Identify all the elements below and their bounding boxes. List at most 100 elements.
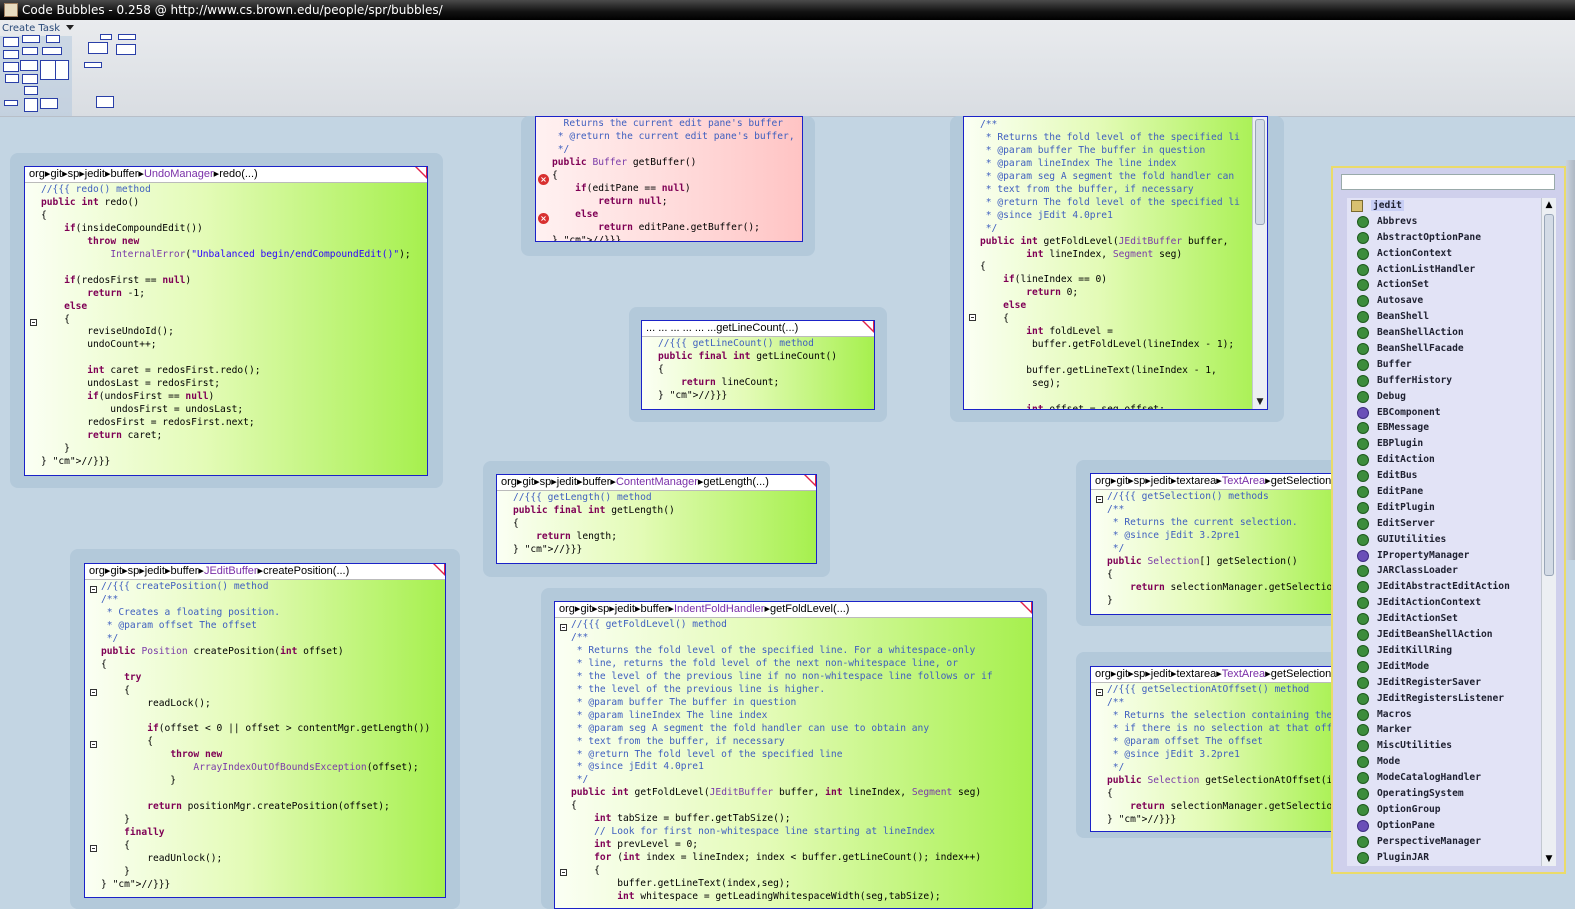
class-list-item[interactable]: JEditKillRing bbox=[1347, 643, 1541, 659]
class-list-item[interactable]: JEditAbstractEditAction bbox=[1347, 579, 1541, 595]
overview-bubble[interactable] bbox=[22, 74, 38, 84]
fold-toggle-icon[interactable] bbox=[1096, 496, 1103, 503]
bubble-header[interactable]: org▸git▸sp▸jedit▸buffer▸ContentManager▸g… bbox=[497, 475, 816, 491]
class-list-item[interactable]: EBMessage bbox=[1347, 420, 1541, 436]
class-list-item[interactable]: JARClassLoader bbox=[1347, 563, 1541, 579]
fold-toggle-icon[interactable] bbox=[90, 689, 97, 696]
overview-bubble[interactable] bbox=[24, 98, 38, 112]
package-item-jedit[interactable]: jedit bbox=[1347, 198, 1541, 214]
class-list-item[interactable]: EditBus bbox=[1347, 468, 1541, 484]
class-list-item[interactable]: Debug bbox=[1347, 389, 1541, 405]
code-editor[interactable]: Returns the current edit pane's buffer *… bbox=[552, 118, 795, 242]
overview-bubble[interactable] bbox=[40, 98, 58, 109]
fold-toggle-icon[interactable] bbox=[90, 741, 97, 748]
code-bubble-jeditbuffer-createposition[interactable]: org▸git▸sp▸jedit▸buffer▸JEditBuffer▸crea… bbox=[84, 563, 446, 898]
class-list-item[interactable]: ActionSet bbox=[1347, 277, 1541, 293]
class-list-item[interactable]: JEditRegistersListener bbox=[1347, 691, 1541, 707]
scroll-up-icon[interactable]: ▲ bbox=[1545, 200, 1553, 210]
code-editor[interactable]: //{{{ redo() method public int redo() { … bbox=[41, 184, 411, 468]
bubble-header[interactable]: ... ... ... ... ... ...getLineCount(...) bbox=[642, 321, 874, 337]
bubble-header[interactable]: org▸git▸sp▸jedit▸textarea▸TextArea▸getSe… bbox=[1091, 667, 1345, 683]
class-list-item[interactable]: EditPlugin bbox=[1347, 500, 1541, 516]
class-list-item[interactable]: Macros bbox=[1347, 707, 1541, 723]
bubble-close-corner-icon[interactable] bbox=[1020, 602, 1032, 614]
overview-bubble[interactable] bbox=[22, 47, 38, 55]
fold-toggle-icon[interactable] bbox=[90, 845, 97, 852]
overview-bubble[interactable] bbox=[20, 60, 38, 71]
class-list-item[interactable]: MiscUtilities bbox=[1347, 738, 1541, 754]
overview-bubble[interactable] bbox=[22, 35, 40, 43]
class-list-item[interactable]: IPropertyManager bbox=[1347, 548, 1541, 564]
code-editor[interactable]: //{{{ getLength() method public final in… bbox=[513, 492, 675, 555]
bubble-header[interactable]: org▸git▸sp▸jedit▸buffer▸IndentFoldHandle… bbox=[555, 602, 1032, 618]
class-list-item[interactable]: EBPlugin bbox=[1347, 436, 1541, 452]
class-list-item[interactable]: JEditActionContext bbox=[1347, 595, 1541, 611]
code-editor[interactable]: //{{{ getSelection() methods /** * Retur… bbox=[1107, 491, 1345, 606]
overview-bubble[interactable] bbox=[3, 62, 19, 72]
code-editor[interactable]: //{{{ getLineCount() method public final… bbox=[658, 338, 838, 401]
overview-bubble[interactable] bbox=[55, 60, 69, 80]
fold-toggle-icon[interactable] bbox=[1096, 689, 1103, 696]
class-search-input[interactable] bbox=[1341, 174, 1555, 190]
error-marker-icon[interactable]: × bbox=[538, 174, 549, 185]
bubble-close-corner-icon[interactable] bbox=[433, 564, 445, 576]
class-list-item[interactable]: ModeCatalogHandler bbox=[1347, 770, 1541, 786]
class-name[interactable]: IndentFoldHandler bbox=[673, 603, 765, 615]
class-list-item[interactable]: OptionPane bbox=[1347, 818, 1541, 834]
class-name[interactable]: ContentManager bbox=[615, 476, 698, 488]
class-list-item[interactable]: OperatingSystem bbox=[1347, 786, 1541, 802]
class-list-item[interactable]: Abbrevs bbox=[1347, 214, 1541, 230]
class-list-item[interactable]: BeanShellAction bbox=[1347, 325, 1541, 341]
class-list-item[interactable]: EditAction bbox=[1347, 452, 1541, 468]
class-list-item[interactable]: Buffer bbox=[1347, 357, 1541, 373]
scroll-down-icon[interactable]: ▼ bbox=[1256, 397, 1264, 407]
class-list-item[interactable]: Mode bbox=[1347, 754, 1541, 770]
overview-bubble[interactable] bbox=[4, 100, 18, 106]
fold-toggle-icon[interactable] bbox=[560, 869, 567, 876]
code-editor[interactable]: //{{{ getFoldLevel() method /** * Return… bbox=[571, 619, 993, 903]
overview-bubble[interactable] bbox=[96, 96, 114, 108]
fold-toggle-icon[interactable] bbox=[30, 319, 37, 326]
overview-bubble[interactable] bbox=[118, 34, 136, 40]
class-list-item[interactable]: PluginJAR bbox=[1347, 850, 1541, 866]
class-list-item[interactable]: PerspectiveManager bbox=[1347, 834, 1541, 850]
class-name[interactable]: TextArea bbox=[1221, 668, 1266, 680]
class-list-item[interactable]: JEditBeanShellAction bbox=[1347, 627, 1541, 643]
vertical-scrollbar[interactable]: ▼ bbox=[1252, 117, 1267, 409]
create-task-button[interactable]: Create Task bbox=[2, 23, 60, 34]
code-editor[interactable]: /** * Returns the fold level of the spec… bbox=[980, 119, 1240, 410]
class-name[interactable]: UndoManager bbox=[143, 168, 214, 180]
class-list-item[interactable]: JEditRegisterSaver bbox=[1347, 675, 1541, 691]
class-list-item[interactable]: JEditActionSet bbox=[1347, 611, 1541, 627]
error-marker-icon[interactable]: × bbox=[538, 213, 549, 224]
overview-bubble[interactable] bbox=[100, 34, 112, 40]
class-name[interactable]: JEditBuffer bbox=[203, 565, 258, 577]
class-list-item[interactable]: EditServer bbox=[1347, 516, 1541, 532]
overview-bubble[interactable] bbox=[5, 74, 19, 83]
class-list-item[interactable]: EBComponent bbox=[1347, 405, 1541, 421]
code-bubble-indentfoldhandler-getfoldlevel[interactable]: org▸git▸sp▸jedit▸buffer▸IndentFoldHandle… bbox=[554, 601, 1033, 909]
bubble-overview-panel[interactable]: Create Task bbox=[0, 20, 1575, 117]
class-list-item[interactable]: JEditMode bbox=[1347, 659, 1541, 675]
class-list-item[interactable]: BeanShellFacade bbox=[1347, 341, 1541, 357]
class-list-item[interactable]: BeanShell bbox=[1347, 309, 1541, 325]
class-list-item[interactable]: BufferHistory bbox=[1347, 373, 1541, 389]
scroll-down-icon[interactable]: ▼ bbox=[1545, 854, 1553, 864]
overview-bubble[interactable] bbox=[88, 42, 108, 54]
bubble-header[interactable]: org▸git▸sp▸jedit▸textarea▸TextArea▸getSe… bbox=[1091, 474, 1345, 490]
code-bubble-textarea-getselection[interactable]: org▸git▸sp▸jedit▸textarea▸TextArea▸getSe… bbox=[1090, 473, 1346, 615]
class-list-item[interactable]: ActionListHandler bbox=[1347, 262, 1541, 278]
code-bubble-contentmanager-getlength[interactable]: org▸git▸sp▸jedit▸buffer▸ContentManager▸g… bbox=[496, 474, 817, 564]
bubble-header[interactable]: org▸git▸sp▸jedit▸buffer▸JEditBuffer▸crea… bbox=[85, 564, 445, 580]
class-list-item[interactable]: OptionGroup bbox=[1347, 802, 1541, 818]
class-list-scrollbar[interactable]: ▲ ▼ bbox=[1541, 198, 1556, 866]
code-bubble-undomanager-redo[interactable]: org▸git▸sp▸jedit▸buffer▸UndoManager▸redo… bbox=[24, 166, 428, 476]
bubble-header[interactable]: org▸git▸sp▸jedit▸buffer▸UndoManager▸redo… bbox=[25, 167, 427, 183]
overview-bubble[interactable] bbox=[46, 35, 60, 43]
overview-bubble[interactable] bbox=[24, 86, 38, 95]
code-editor[interactable]: //{{{ createPosition() method /** * Crea… bbox=[101, 581, 431, 890]
overview-bubble[interactable] bbox=[3, 50, 19, 59]
code-bubble-getbuffer[interactable]: × × Returns the current edit pane's buff… bbox=[535, 116, 803, 242]
